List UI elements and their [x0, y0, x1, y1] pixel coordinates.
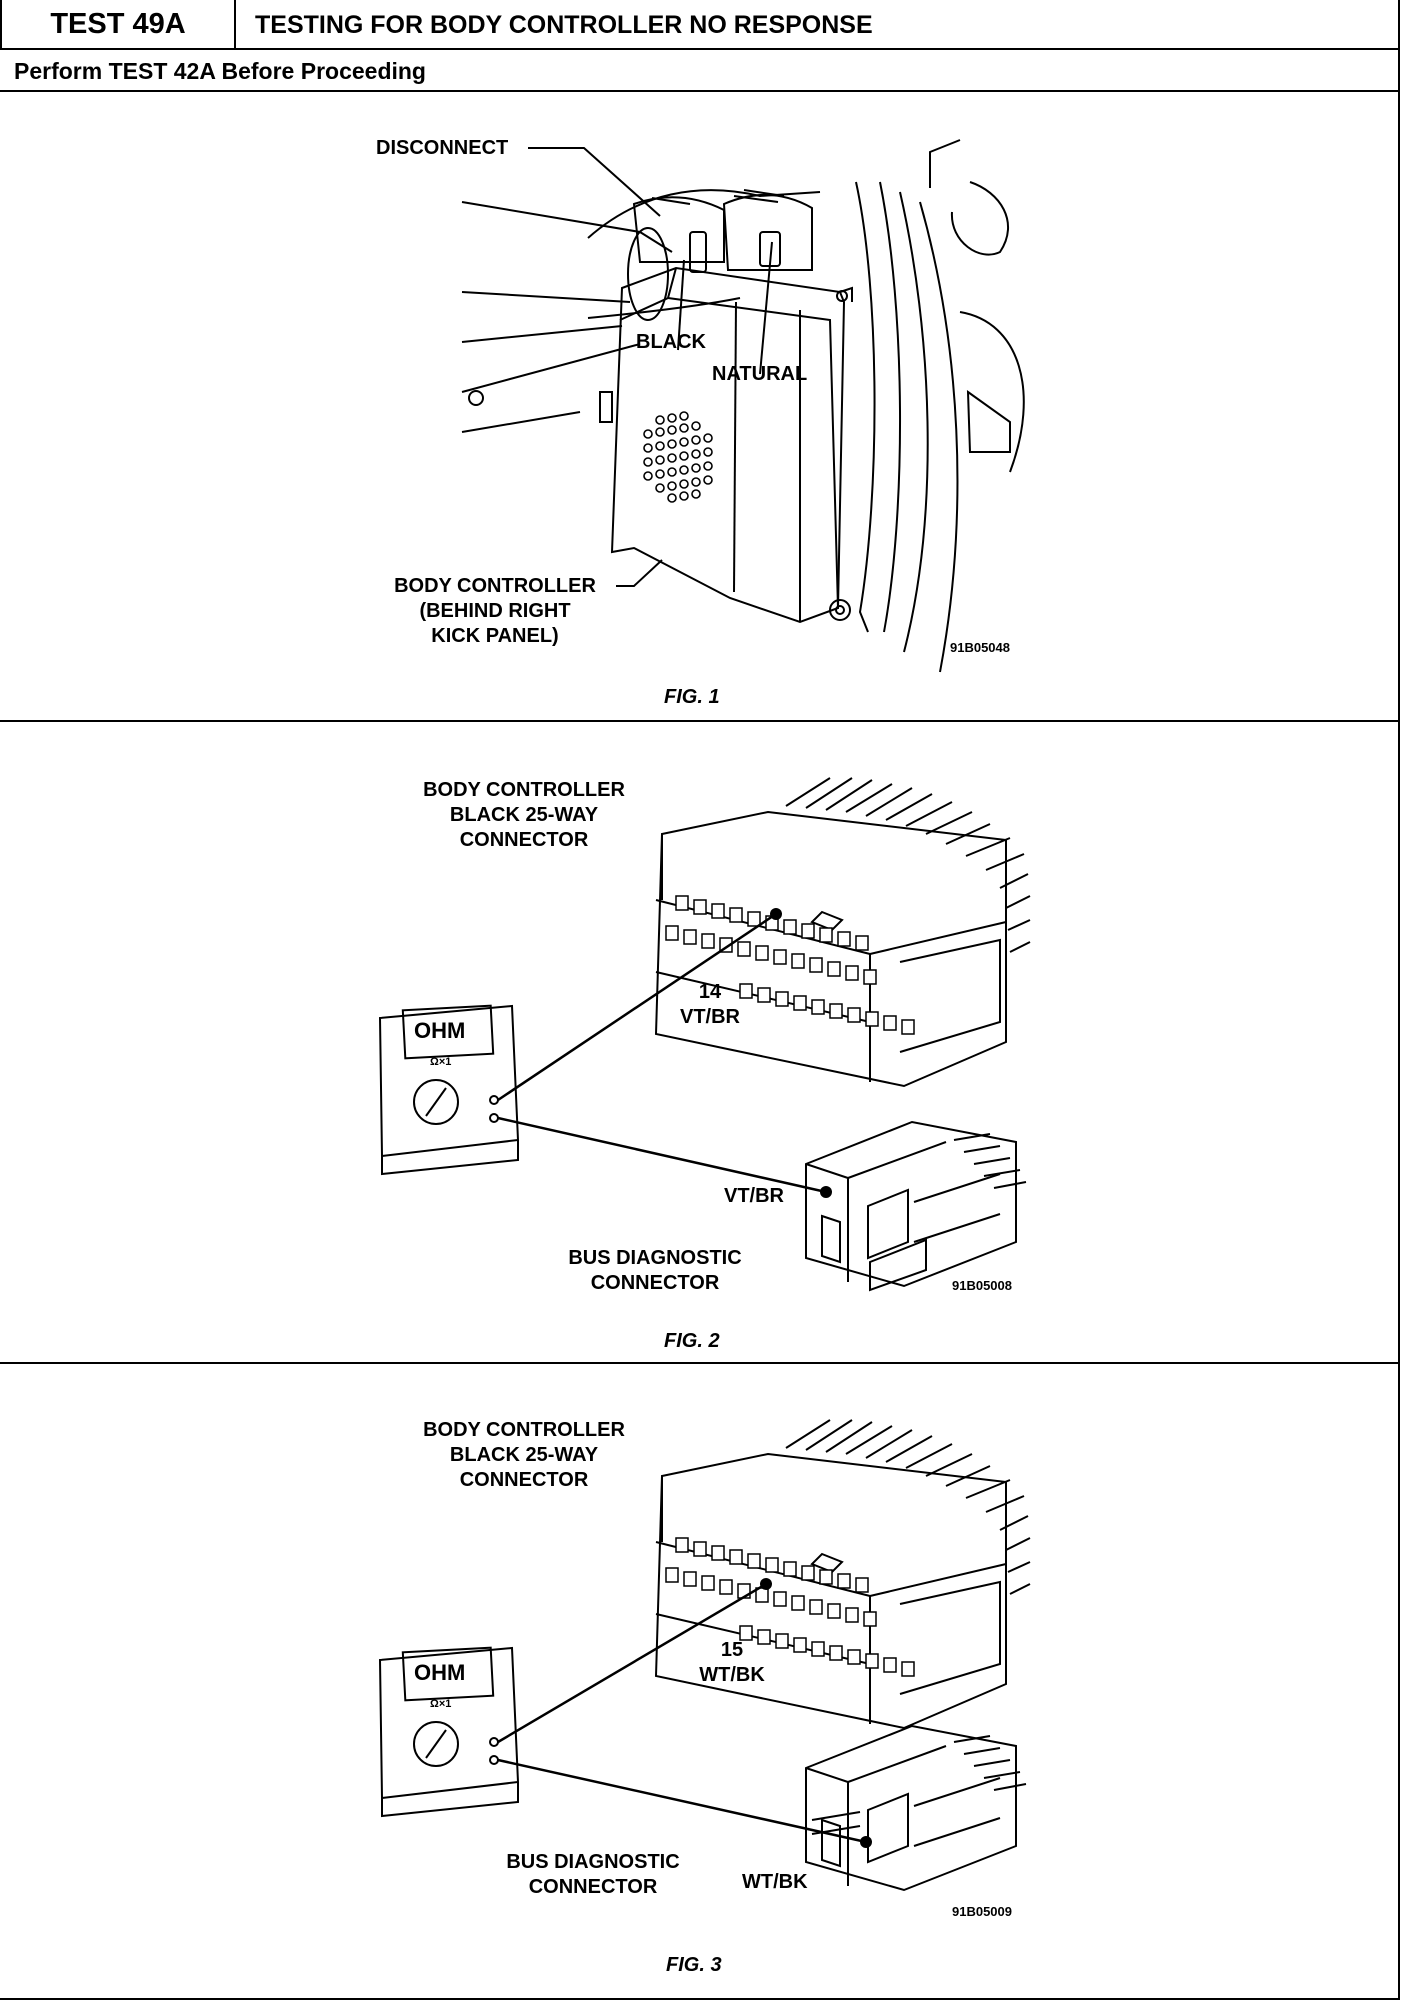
ohmmeter-display: OHM: [414, 1018, 466, 1043]
test-title: TESTING FOR BODY CONTROLLER NO RESPONSE: [255, 11, 873, 39]
figure-1-panel: DISCONNECT BLACK NATURAL BODY CONTROLLER…: [0, 92, 1398, 722]
bus-diagnostic-connector-label: BUS DIAGNOSTIC CONNECTOR: [568, 1247, 742, 1294]
prerequisite-text: Perform TEST 42A Before Proceeding: [14, 58, 426, 84]
figure-1-caption: FIG. 1: [664, 686, 720, 708]
connector-cavities: [665, 895, 915, 1035]
test-header: TEST 49A TESTING FOR BODY CONTROLLER NO …: [0, 0, 1398, 50]
pin-15-label: 15 WT/BK: [699, 1639, 765, 1686]
figure-1-code: 91B05048: [950, 640, 1010, 655]
figure-2-code: 91B05008: [952, 1278, 1012, 1293]
figure-3-panel: BODY CONTROLLER BLACK 25-WAY CONNECTOR 1…: [0, 1364, 1398, 2000]
diagnostic-wire-label: WT/BK: [742, 1871, 808, 1893]
test-number: TEST 49A: [0, 0, 236, 48]
disconnect-label: DISCONNECT: [376, 137, 509, 159]
ohmmeter-display: OHM: [414, 1660, 466, 1685]
ohmmeter-scale: Ω×1: [430, 1056, 452, 1068]
pin-14-label: 14 VT/BR: [680, 981, 740, 1028]
connector-cavities: [665, 1537, 915, 1677]
body-controller-connector-label: BODY CONTROLLER BLACK 25-WAY CONNECTOR: [423, 1419, 625, 1491]
body-controller-label: BODY CONTROLLER (BEHIND RIGHT KICK PANEL…: [394, 575, 596, 647]
ohmmeter: [378, 1004, 520, 1176]
body-controller-connector-label: BODY CONTROLLER BLACK 25-WAY CONNECTOR: [423, 779, 625, 851]
figure-2-panel: BODY CONTROLLER BLACK 25-WAY CONNECTOR 1…: [0, 722, 1398, 1364]
ohmmeter: [378, 1646, 520, 1818]
body-controller-location-illustration: [461, 139, 1025, 673]
controller-vent-holes: [643, 411, 713, 503]
natural-connector-label: NATURAL: [712, 363, 808, 385]
figure-3-code: 91B05009: [952, 1904, 1012, 1919]
ohmmeter-test-15-illustration: [378, 1419, 1031, 1892]
ohmmeter-test-14-illustration: [378, 777, 1031, 1292]
ohmmeter-scale: Ω×1: [430, 1698, 452, 1710]
prerequisite-row: Perform TEST 42A Before Proceeding: [0, 50, 1398, 92]
diagnostic-wire-label: VT/BR: [724, 1185, 784, 1207]
black-connector-label: BLACK: [636, 331, 706, 353]
figure-2-caption: FIG. 2: [664, 1330, 720, 1352]
figure-3-caption: FIG. 3: [666, 1954, 722, 1976]
bus-diagnostic-connector-label: BUS DIAGNOSTIC CONNECTOR: [506, 1851, 680, 1898]
